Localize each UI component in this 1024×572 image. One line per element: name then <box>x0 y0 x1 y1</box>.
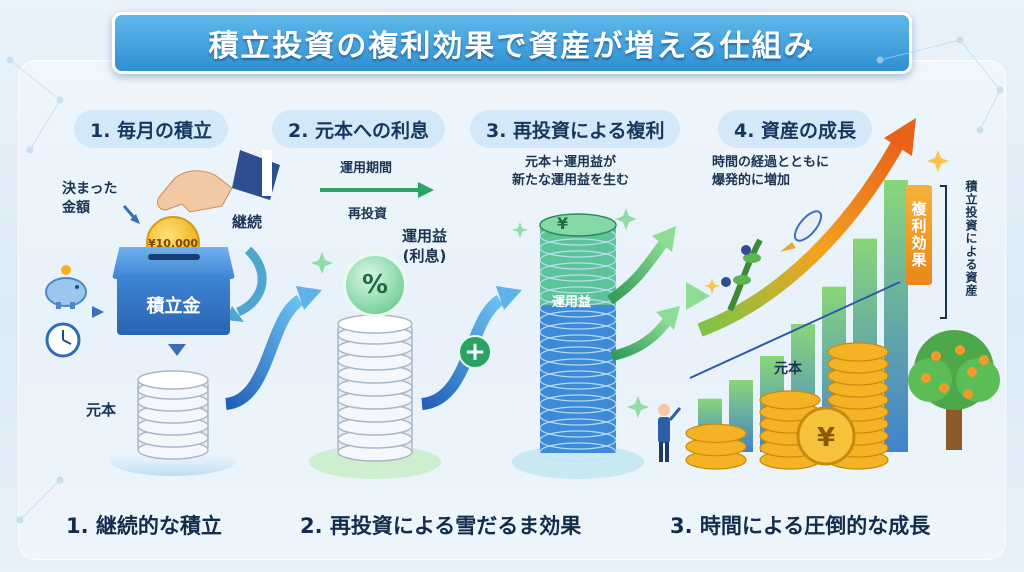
gold-coin-stacks: ¥ <box>685 342 889 470</box>
coin-ring <box>539 358 617 378</box>
growth-bar <box>884 180 908 452</box>
small-arrows <box>92 306 186 356</box>
growth-caption: 時間の経過とともに 爆発的に増加 <box>712 155 830 188</box>
principal-label-4: 元本 <box>774 361 802 377</box>
savings-box-lid <box>112 247 235 279</box>
clock-icon <box>45 322 81 358</box>
stack-profit-label: 運用益 <box>552 295 592 310</box>
coin-ring <box>539 406 617 426</box>
period-label: 運用期間 <box>340 161 393 176</box>
coin-value: ¥10,000 <box>147 236 199 250</box>
coin-ring <box>539 430 617 450</box>
coin-ring <box>539 418 617 438</box>
vine-illustration <box>721 238 763 312</box>
gold-coin <box>685 423 747 443</box>
summary-2: 2. 再投資による雪だるま効果 <box>300 514 582 538</box>
continue-arrow <box>235 246 267 317</box>
big-yen-coin <box>796 406 856 466</box>
percent-symbol: % <box>361 270 389 300</box>
step-1-label: 1. 毎月の積立 <box>74 110 229 148</box>
page-title: 積立投資の複利効果で資産が増える仕組み <box>208 29 816 64</box>
gold-coin <box>827 342 889 362</box>
connector-arrow-1 <box>224 294 304 410</box>
compound-effect-label: 複利効果 <box>906 185 932 285</box>
coin-ring <box>539 262 617 282</box>
person-figure <box>658 404 682 462</box>
yen-symbol-top: ¥ <box>557 214 569 233</box>
coin-ring <box>539 298 617 318</box>
savings-box-label: 積立金 <box>146 296 201 317</box>
coin-ring <box>539 442 617 462</box>
principal-coin-stack-1 <box>137 370 209 460</box>
coin-ring <box>539 274 617 294</box>
summary-3: 3. 時間による圧倒的な成長 <box>670 514 931 538</box>
percent-coin: % <box>343 253 407 317</box>
asset-label: 積立投資による資産 <box>964 180 978 297</box>
sparkles <box>311 150 949 418</box>
rocket-icon <box>780 210 823 252</box>
principal-line <box>689 281 901 379</box>
continue-label: 継続 <box>232 213 263 231</box>
principal-label-1: 元本 <box>86 401 117 419</box>
reinvest-label: 再投資 <box>348 207 388 222</box>
hand-illustration <box>157 150 280 213</box>
asset-bracket <box>940 185 947 319</box>
coin-ring <box>539 250 617 270</box>
plus-icon: + <box>458 335 492 369</box>
step-4-label: 4. 資産の成長 <box>718 110 873 148</box>
compound-caption: 元本＋運用益が 新たな運用益を生む <box>512 155 630 188</box>
fixed-amount-label: 決まった 金額 <box>62 181 118 216</box>
piggy-bank-icon <box>45 265 87 309</box>
title-banner: 積立投資の複利効果で資産が増える仕組み <box>112 12 912 74</box>
coin-ring <box>539 238 617 258</box>
coin-ring <box>539 334 617 354</box>
coin-ring <box>539 322 617 342</box>
savings-box: 積立金 <box>117 275 230 335</box>
big-yen-symbol: ¥ <box>817 423 835 453</box>
growth-arrow <box>697 136 907 337</box>
coin-ring <box>539 382 617 402</box>
gold-coin <box>759 390 821 410</box>
tree-illustration <box>908 330 1000 450</box>
coin-ring <box>539 310 617 330</box>
step-3-label: 3. 再投資による複利 <box>470 110 681 148</box>
coin-ring <box>539 370 617 390</box>
coin-ring <box>539 394 617 414</box>
principal-coin-stack-2 <box>337 314 413 462</box>
savings-box-slot <box>148 254 200 260</box>
network-decoration <box>6 36 1004 524</box>
step-2-label: 2. 元本への利息 <box>272 110 446 148</box>
growth-arrow-lower <box>610 316 672 361</box>
summary-1: 1. 継続的な積立 <box>66 514 222 538</box>
profit-label: 運用益 (利息) <box>402 227 448 266</box>
